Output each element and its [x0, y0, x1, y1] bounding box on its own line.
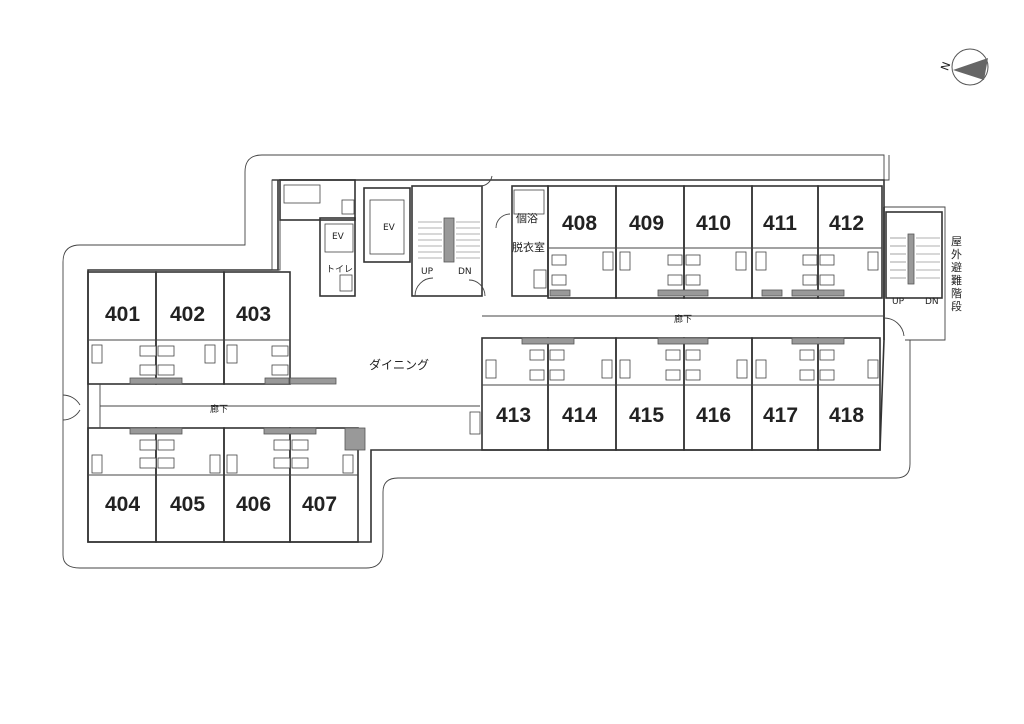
- ext-stair-title-4: 難: [951, 274, 962, 287]
- ext-stair-title-3: 避: [951, 260, 962, 274]
- core-area: [279, 175, 549, 297]
- ext-stair-title-2: 外: [951, 248, 962, 261]
- room-403: 403: [236, 303, 271, 326]
- east-north-rooms: [547, 185, 883, 299]
- room-402: 402: [170, 303, 205, 326]
- ext-stair-dn-label: DN: [925, 297, 939, 307]
- corridor-west-label: 廊下: [210, 403, 228, 415]
- dressing-label: 脱衣室: [512, 240, 545, 254]
- dining-label: ダイニング: [369, 357, 429, 372]
- west-north-rooms: [87, 271, 337, 385]
- room-418: 418: [829, 404, 864, 427]
- stair-dn-label: DN: [458, 267, 472, 277]
- stair-up-label: UP: [421, 267, 434, 277]
- west-corridor: [62, 384, 101, 428]
- room-401: 401: [105, 303, 140, 326]
- room-405: 405: [170, 493, 205, 516]
- room-406: 406: [236, 493, 271, 516]
- room-404: 404: [105, 493, 140, 516]
- ext-stair-title-6: 段: [951, 299, 962, 313]
- room-413: 413: [496, 404, 531, 427]
- ev-small-label: EV: [332, 232, 345, 242]
- compass-north-label: N: [938, 60, 953, 72]
- east-south-rooms: [469, 337, 881, 451]
- room-412: 412: [829, 212, 864, 235]
- ext-stair-up-label: UP: [892, 297, 905, 307]
- external-stair: [885, 211, 943, 299]
- west-south-rooms: [87, 427, 366, 543]
- bath-label: 個浴: [516, 212, 538, 225]
- ev-large-label: EV: [383, 223, 396, 233]
- room-408: 408: [562, 212, 597, 235]
- room-416: 416: [696, 404, 731, 427]
- room-410: 410: [696, 212, 731, 235]
- room-labels: 401 402 403 404 405 406 407 408 409 410 …: [105, 212, 864, 516]
- room-409: 409: [629, 212, 664, 235]
- room-407: 407: [302, 493, 337, 516]
- ext-stair-title-5: 階: [951, 286, 962, 300]
- room-417: 417: [763, 404, 798, 427]
- east-exit-door: [883, 317, 905, 337]
- room-414: 414: [562, 404, 597, 427]
- ext-stair-title-1: 屋: [951, 235, 962, 248]
- room-415: 415: [629, 404, 664, 427]
- room-411: 411: [763, 212, 797, 235]
- compass-icon: N: [938, 48, 989, 86]
- space-labels: ダイニング 廊下 廊下 トイレ EV EV 個浴 脱衣室 UP DN UP DN…: [210, 212, 962, 415]
- toilet-label: トイレ: [326, 265, 353, 275]
- corridor-east-label: 廊下: [674, 313, 692, 325]
